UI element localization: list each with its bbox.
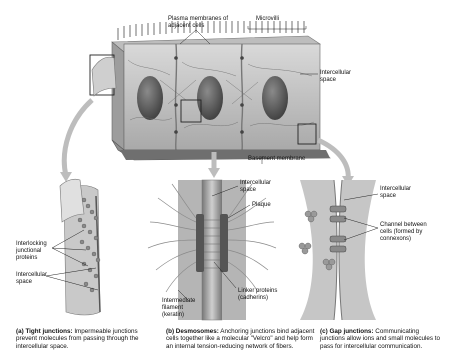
nucleus — [137, 76, 163, 120]
caption-b-title: (b) Desmosomes: — [166, 328, 219, 335]
caption-c-title: (c) Gap junctions: — [320, 328, 374, 335]
label-linker-proteins: Linker proteins (cadherins) — [238, 288, 278, 302]
label-intercellular-space-a: Intercellular space — [16, 272, 56, 286]
caption-a-title: (a) Tight junctions: — [16, 328, 73, 335]
label-intercellular-space-c: Intercellular space — [380, 186, 422, 200]
caption-b: (b) Desmosomes: Anchoring junctions bind… — [166, 328, 316, 350]
label-basement-membrane: Basement membrane — [248, 156, 305, 163]
label-microvilli: Microvilli — [256, 16, 279, 23]
label-channel: Channel between cells (formed by connexo… — [380, 222, 438, 243]
gap-junction-illustration — [299, 180, 378, 320]
label-interlocking-proteins: Interlocking junctional proteins — [16, 241, 56, 262]
label-plaque: Plaque — [252, 202, 271, 209]
caption-c: (c) Gap junctions: Communicating junctio… — [320, 328, 444, 350]
label-plasma-membranes: Plasma membranes of adjacent cells — [168, 16, 240, 30]
label-intercellular-space-top: Intercellular space — [320, 70, 362, 84]
label-intermediate-filament: Intermediate filament (keratin) — [162, 298, 202, 319]
caption-a: (a) Tight junctions: Impermeable junctio… — [16, 328, 146, 350]
nucleus — [262, 76, 288, 120]
epithelium-block — [90, 21, 330, 160]
label-intercellular-space-b: Intercellular space — [240, 180, 282, 194]
